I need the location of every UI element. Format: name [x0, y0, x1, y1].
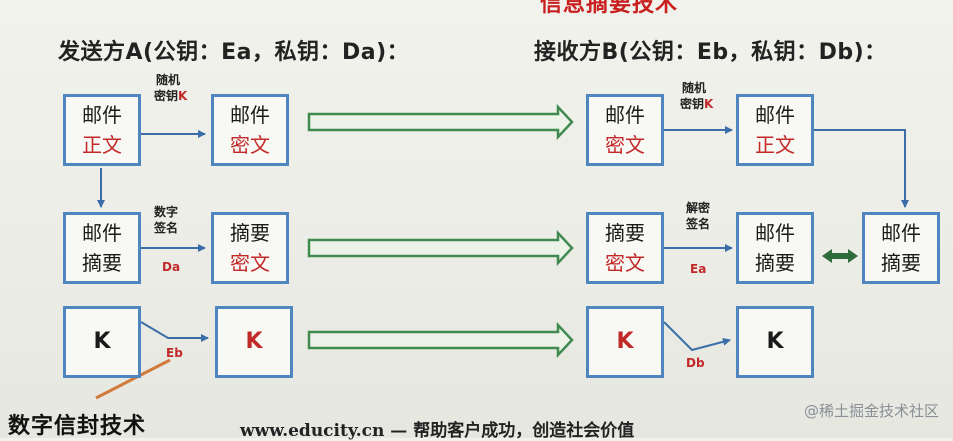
- envelope-pointer: [95, 358, 171, 400]
- sender-encrypted-key-box: K: [215, 306, 293, 378]
- box-line1: 邮件: [82, 103, 122, 127]
- box-line2: 密文: [230, 251, 270, 275]
- watermark: @稀土掘金技术社区: [803, 402, 939, 420]
- decrypt-signature-label: 解密 签名: [686, 200, 710, 232]
- label-line1: 随机: [682, 81, 707, 95]
- box-line2: 摘要: [82, 251, 122, 275]
- box-line1: 邮件: [755, 103, 795, 127]
- box-line1: 摘要: [230, 221, 270, 245]
- label-line1: 解密: [686, 201, 711, 215]
- box-line2: 正文: [82, 133, 122, 157]
- digital-signature-label: 数字 签名: [154, 204, 178, 236]
- box-line2: 摘要: [755, 251, 795, 275]
- verify-key-ea: Ea: [690, 262, 707, 276]
- label-line2: 签名: [686, 217, 711, 231]
- box-line2: 密文: [230, 133, 270, 157]
- label-key: K: [704, 97, 714, 111]
- label-line2: 密钥: [154, 89, 179, 103]
- box-line2: 密文: [605, 133, 645, 157]
- arrow-b-key-dec: [663, 321, 731, 352]
- receiver-key-box: K: [736, 306, 814, 378]
- box-line1: 邮件: [755, 221, 795, 245]
- receiver-digest-ciphertext-box: 摘要 密文: [586, 212, 664, 284]
- arrow-a-key-enc: [140, 321, 209, 342]
- box-line2: 密文: [605, 251, 645, 275]
- envelope-key-eb: Eb: [166, 346, 183, 360]
- sender-key-box: K: [63, 306, 141, 378]
- site-footer: www.educity.cn — 帮助客户成功，创造社会价值: [240, 421, 635, 441]
- label-key: K: [178, 89, 188, 103]
- random-key-label-sender: 随机 密钥K: [154, 72, 187, 104]
- receiver-mail-ciphertext-box: 邮件 密文: [586, 94, 664, 166]
- box-line1: 邮件: [605, 103, 645, 127]
- receiver-encrypted-key-box: K: [586, 306, 664, 378]
- sender-heading: 发送方A(公钥：Ea，私钥：Da)：: [58, 40, 410, 65]
- box-line1: 邮件: [881, 221, 921, 245]
- signature-key-da: Da: [162, 260, 181, 274]
- transmit-arrow-digest: [307, 229, 574, 267]
- transmit-arrow-mail: [307, 103, 574, 141]
- label-line1: 数字: [154, 205, 179, 219]
- receiver-computed-digest-box: 邮件 摘要: [862, 212, 940, 284]
- box-line2: 摘要: [881, 251, 921, 275]
- box-line2: 正文: [755, 133, 795, 157]
- sender-digest-ciphertext-box: 摘要 密文: [211, 212, 289, 284]
- random-key-label-receiver: 随机 密钥K: [680, 80, 713, 112]
- envelope-key-db: Db: [686, 356, 705, 370]
- sender-mail-ciphertext-box: 邮件 密文: [211, 94, 289, 166]
- receiver-heading: 接收方B(公钥：Eb，私钥：Db)：: [534, 40, 887, 65]
- receiver-decrypted-digest-box: 邮件 摘要: [736, 212, 814, 284]
- label-line2: 签名: [154, 221, 179, 235]
- compare-double-arrow: [822, 249, 858, 263]
- label-line2: 密钥: [680, 97, 705, 111]
- receiver-mail-plaintext-box: 邮件 正文: [736, 94, 814, 166]
- transmit-arrow-key: [307, 321, 574, 359]
- sender-mail-digest-box: 邮件 摘要: [63, 212, 141, 284]
- box-line1: 摘要: [605, 221, 645, 245]
- diagram-title: 信息摘要技术: [540, 0, 679, 17]
- box-line1: 邮件: [230, 103, 270, 127]
- label-line1: 随机: [156, 73, 181, 87]
- box-line1: 邮件: [82, 221, 122, 245]
- sender-mail-plaintext-box: 邮件 正文: [63, 94, 141, 166]
- arrow-b-digest-down: [814, 129, 909, 208]
- digital-envelope-caption: 数字信封技术: [8, 414, 147, 439]
